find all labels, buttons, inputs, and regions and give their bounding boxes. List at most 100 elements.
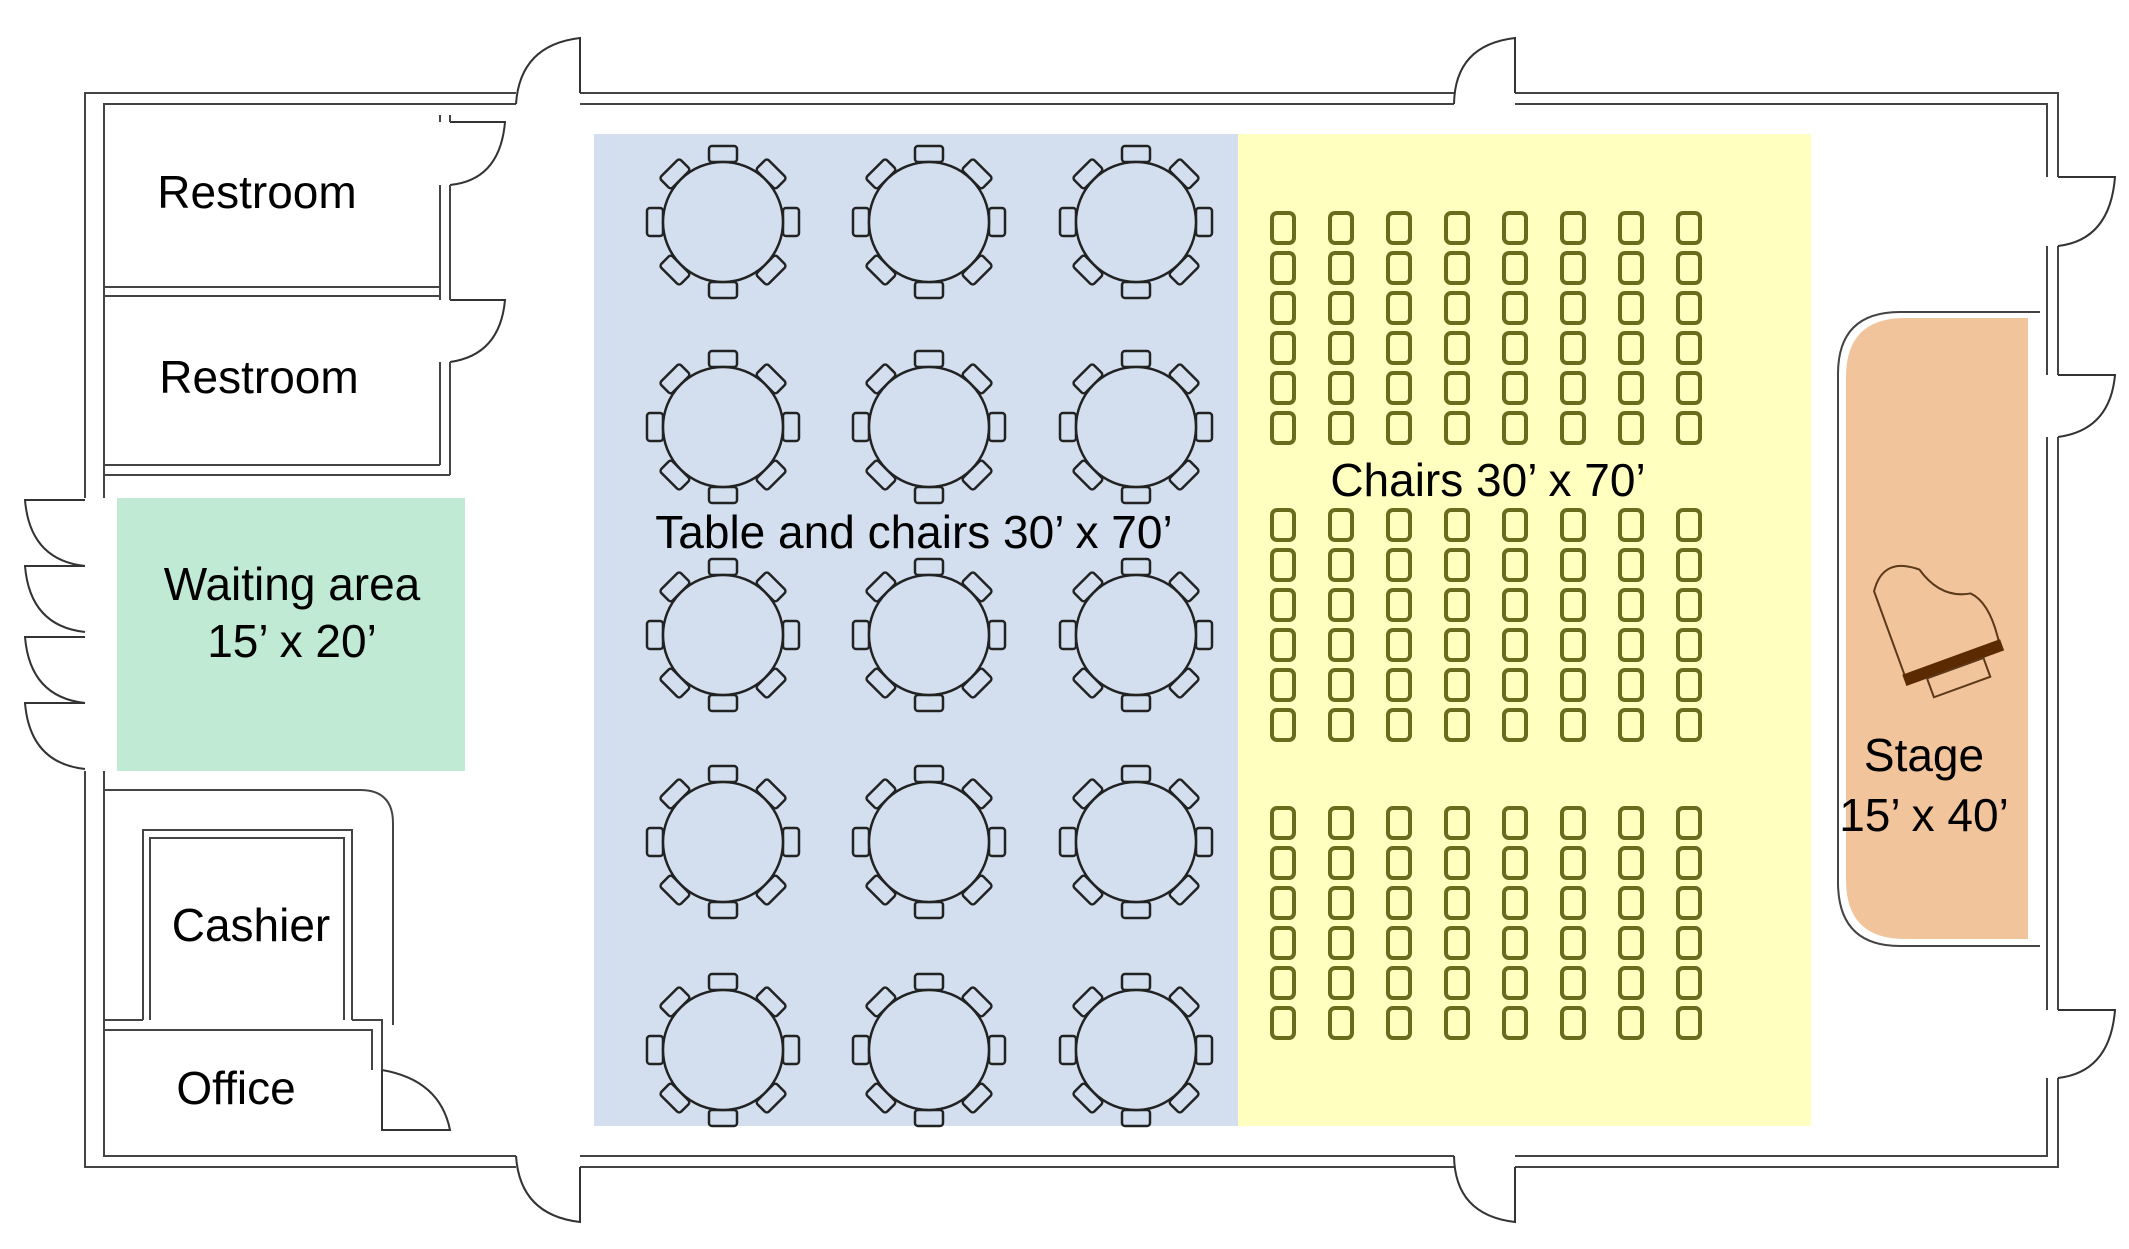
chair — [1502, 291, 1528, 325]
chair — [1618, 508, 1644, 542]
chair — [1270, 411, 1296, 445]
chair — [1270, 251, 1296, 285]
chair — [1444, 588, 1470, 622]
table-chair — [707, 144, 739, 164]
chair — [1270, 508, 1296, 542]
chair — [1386, 628, 1412, 662]
table-chair — [707, 557, 739, 577]
table-chair — [913, 485, 945, 505]
chair — [1560, 251, 1586, 285]
waiting-area-label: Waiting area — [164, 558, 421, 610]
chair — [1270, 588, 1296, 622]
chair — [1560, 411, 1586, 445]
round-table — [1058, 557, 1214, 713]
table-chair — [707, 693, 739, 713]
table-chair — [1120, 972, 1152, 992]
chair — [1444, 668, 1470, 702]
table-chair — [707, 764, 739, 784]
chair — [1444, 508, 1470, 542]
chair — [1270, 211, 1296, 245]
table-top — [661, 573, 785, 697]
chair — [1560, 628, 1586, 662]
chair — [1502, 371, 1528, 405]
table-chair — [913, 144, 945, 164]
chair — [1444, 886, 1470, 920]
piano-icon — [1873, 565, 2005, 699]
round-table — [851, 349, 1007, 505]
table-chair — [913, 557, 945, 577]
table-chair — [913, 1108, 945, 1128]
table-top — [661, 780, 785, 904]
table-chair — [987, 619, 1007, 651]
outer-walls — [84, 92, 2059, 1168]
table-chair — [851, 206, 871, 238]
table-top — [1074, 160, 1198, 284]
chair — [1676, 251, 1702, 285]
chair — [1270, 628, 1296, 662]
chair — [1386, 708, 1412, 742]
round-tables — [645, 144, 1214, 1128]
round-table — [645, 764, 801, 920]
waiting-area-zone — [117, 498, 465, 771]
table-chair — [851, 826, 871, 858]
round-table — [1058, 349, 1214, 505]
chair — [1444, 371, 1470, 405]
chair — [1270, 668, 1296, 702]
chair — [1444, 251, 1470, 285]
chair — [1618, 251, 1644, 285]
cashier-label: Cashier — [172, 899, 331, 951]
chair — [1676, 291, 1702, 325]
table-top — [1074, 780, 1198, 904]
stage-size: 15’ x 40’ — [1839, 789, 2009, 841]
table-chair — [645, 1034, 665, 1066]
chair — [1328, 588, 1354, 622]
chair — [1328, 926, 1354, 960]
chair — [1560, 1006, 1586, 1040]
chair-rows — [1270, 211, 1702, 1040]
chair — [1560, 211, 1586, 245]
table-chair — [1058, 619, 1078, 651]
chair — [1502, 588, 1528, 622]
chair — [1502, 628, 1528, 662]
chair — [1618, 628, 1644, 662]
chair — [1386, 846, 1412, 880]
chair — [1618, 411, 1644, 445]
chair — [1386, 331, 1412, 365]
table-chair — [913, 900, 945, 920]
chair — [1560, 668, 1586, 702]
chair — [1560, 588, 1586, 622]
chair — [1386, 508, 1412, 542]
table-chair — [913, 972, 945, 992]
round-table — [851, 557, 1007, 713]
chair — [1676, 331, 1702, 365]
chair — [1560, 708, 1586, 742]
round-table — [645, 349, 801, 505]
chair — [1676, 411, 1702, 445]
chair — [1444, 966, 1470, 1000]
chair — [1328, 668, 1354, 702]
chair — [1444, 411, 1470, 445]
chair — [1270, 1006, 1296, 1040]
chair — [1270, 371, 1296, 405]
chair — [1618, 806, 1644, 840]
table-chair — [851, 619, 871, 651]
chair — [1444, 708, 1470, 742]
chair — [1502, 708, 1528, 742]
chair — [1386, 966, 1412, 1000]
table-chair — [1120, 280, 1152, 300]
chair — [1444, 806, 1470, 840]
chair — [1676, 588, 1702, 622]
table-chair — [1120, 693, 1152, 713]
chair — [1386, 588, 1412, 622]
table-top — [867, 780, 991, 904]
round-table — [851, 764, 1007, 920]
table-chair — [645, 619, 665, 651]
chair — [1560, 886, 1586, 920]
chair — [1444, 548, 1470, 582]
table-chair — [987, 1034, 1007, 1066]
chair — [1270, 846, 1296, 880]
chair — [1444, 926, 1470, 960]
chair — [1560, 291, 1586, 325]
chair — [1618, 371, 1644, 405]
